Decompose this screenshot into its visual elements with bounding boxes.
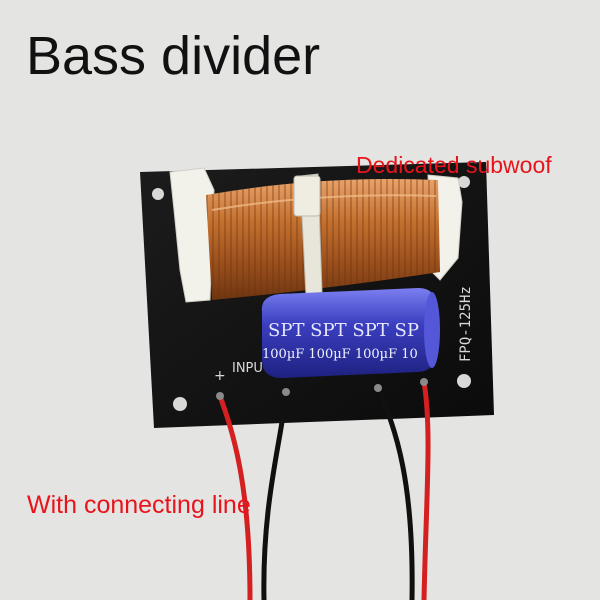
- inductor-coil: [206, 179, 440, 300]
- capacitor: SPT SPT SPT SP 100µF 100µF 100µF 10: [261, 288, 440, 378]
- caption-dedicated-subwoofer: Dedicated subwoof: [356, 152, 552, 178]
- solder-joint: [216, 392, 224, 400]
- solder-joint: [374, 384, 382, 392]
- mounting-hole: [173, 397, 187, 411]
- input-label: INPU: [232, 361, 263, 376]
- model-label: FPQ-125Hz: [458, 286, 474, 362]
- capacitor-value-text: 100µF 100µF 100µF 10: [262, 347, 418, 362]
- mounting-hole: [457, 374, 471, 388]
- mounting-hole: [458, 176, 470, 188]
- solder-joint: [282, 388, 290, 396]
- capacitor-brand-text: SPT SPT SPT SP: [268, 320, 419, 341]
- mounting-hole: [152, 188, 164, 200]
- page-title: Bass divider: [26, 26, 321, 86]
- cable-tie: [293, 173, 323, 297]
- caption-connecting-line: With connecting line: [27, 491, 251, 519]
- connecting-wires: [216, 378, 431, 600]
- plus-mark: +: [214, 368, 226, 384]
- solder-joint: [420, 378, 428, 386]
